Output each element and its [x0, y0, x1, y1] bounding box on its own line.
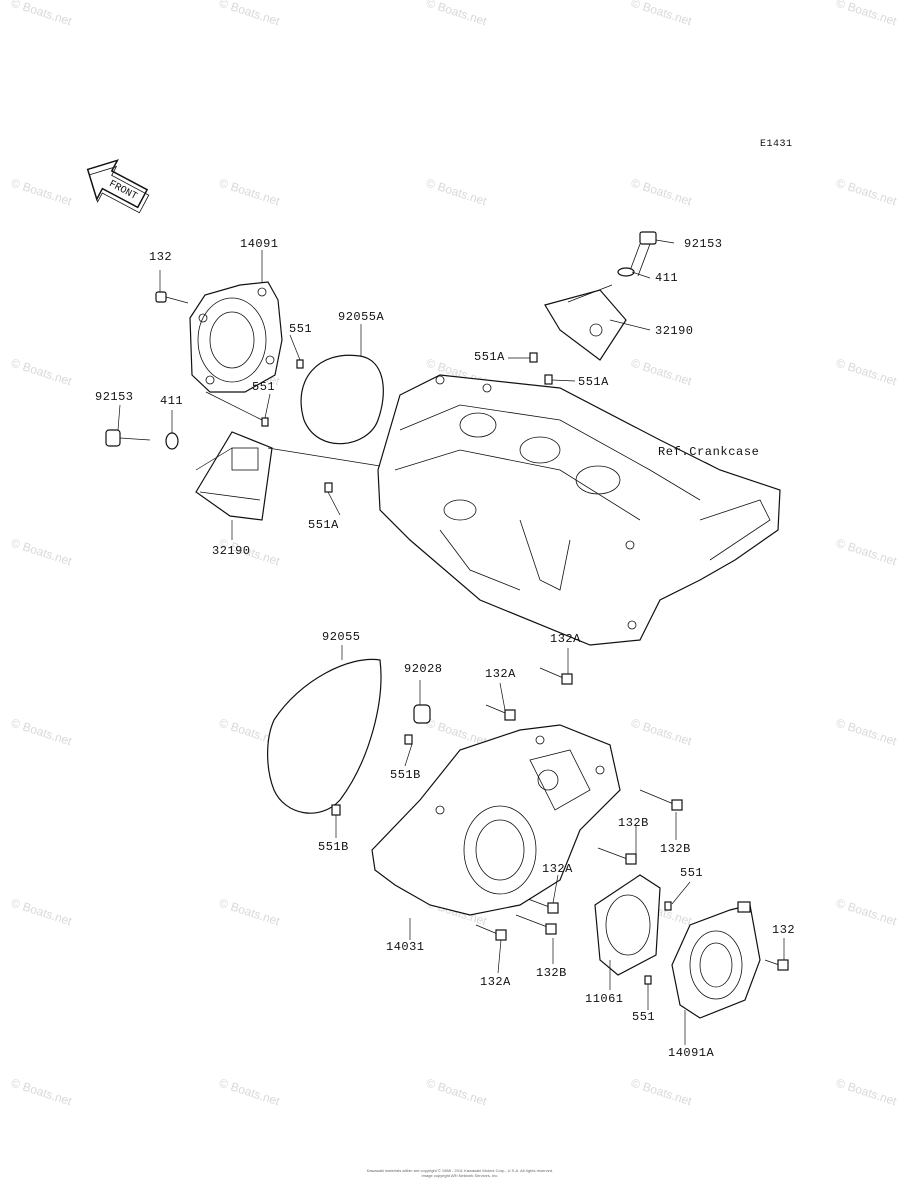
callout-132a[interactable]: 132A [485, 667, 516, 681]
bolt-132-upper [155, 291, 189, 304]
washer-411-right [617, 267, 635, 277]
dowel-pin [331, 804, 341, 816]
copyright-line: Kawasaki materials within are copyright … [366, 1168, 554, 1173]
diagram-code: E1431 [760, 139, 793, 150]
callout-14031[interactable]: 14031 [386, 940, 425, 954]
dowel-pin [529, 352, 538, 363]
leader-lines [117, 239, 785, 1045]
copyright-footer: Kawasaki materials within are copyright … [350, 1168, 570, 1178]
bolt-92153-left [105, 429, 151, 447]
dowel-pin [664, 901, 672, 911]
gasket-92055 [267, 658, 382, 814]
reference-label[interactable]: Ref.Crankcase [658, 445, 760, 459]
callout-32190[interactable]: 32190 [655, 324, 694, 338]
bolt-132a [475, 924, 507, 941]
bolt-132b [639, 789, 683, 811]
bolt-132b [515, 914, 557, 935]
dowel-pin [296, 359, 304, 369]
callout-11061[interactable]: 11061 [585, 992, 624, 1006]
callout-92153[interactable]: 92153 [684, 237, 723, 251]
callout-551a[interactable]: 551A [308, 518, 339, 532]
plug-92028 [413, 704, 431, 724]
callout-92153[interactable]: 92153 [95, 390, 134, 404]
dowel-pin [324, 482, 333, 493]
bracket-32190-left [195, 431, 273, 521]
callout-92028[interactable]: 92028 [404, 662, 443, 676]
callout-132b[interactable]: 132B [618, 816, 649, 830]
callout-132a[interactable]: 132A [542, 862, 573, 876]
image-credit-line: Image copyright ARI Network Services, In… [421, 1173, 499, 1178]
gasket-92055a [300, 354, 384, 445]
callout-92055[interactable]: 92055 [322, 630, 361, 644]
callout-132b[interactable]: 132B [536, 966, 567, 980]
callout-551a[interactable]: 551A [474, 350, 505, 364]
bolt-132b [597, 847, 637, 865]
callout-551[interactable]: 551 [252, 380, 276, 394]
callout-132b[interactable]: 132B [660, 842, 691, 856]
washer-411-left [165, 432, 179, 450]
crankcase-upper [377, 374, 781, 646]
gasket-11061 [594, 874, 661, 976]
bolt-132a [539, 667, 573, 685]
bracket-32190-right [544, 289, 627, 361]
callout-551b[interactable]: 551B [390, 768, 421, 782]
callout-92055a[interactable]: 92055A [338, 310, 385, 324]
callout-32190[interactable]: 32190 [212, 544, 251, 558]
dowel-pin [261, 417, 269, 427]
callout-551[interactable]: 551 [632, 1010, 656, 1024]
callout-132[interactable]: 132 [772, 923, 796, 937]
cover-14091a [671, 901, 761, 1019]
bolt-132-right [764, 959, 789, 971]
callout-551[interactable]: 551 [289, 322, 313, 336]
callout-14091a[interactable]: 14091A [668, 1046, 715, 1060]
front-arrow-icon: FRONT [86, 159, 150, 214]
callout-14091[interactable]: 14091 [240, 237, 279, 251]
dowel-pin [404, 734, 413, 745]
callout-411[interactable]: 411 [655, 271, 679, 285]
dowel-pin [644, 975, 652, 985]
cover-14091 [189, 281, 283, 393]
callout-411[interactable]: 411 [160, 394, 184, 408]
bolt-132a [485, 704, 516, 721]
callout-551[interactable]: 551 [680, 866, 704, 880]
crankcase-cover-14031 [371, 724, 621, 916]
callout-132a[interactable]: 132A [480, 975, 511, 989]
callout-551b[interactable]: 551B [318, 840, 349, 854]
callout-132a[interactable]: 132A [550, 632, 581, 646]
callout-132[interactable]: 132 [149, 250, 173, 264]
callout-551a[interactable]: 551A [578, 375, 609, 389]
dowel-pin [544, 374, 553, 385]
